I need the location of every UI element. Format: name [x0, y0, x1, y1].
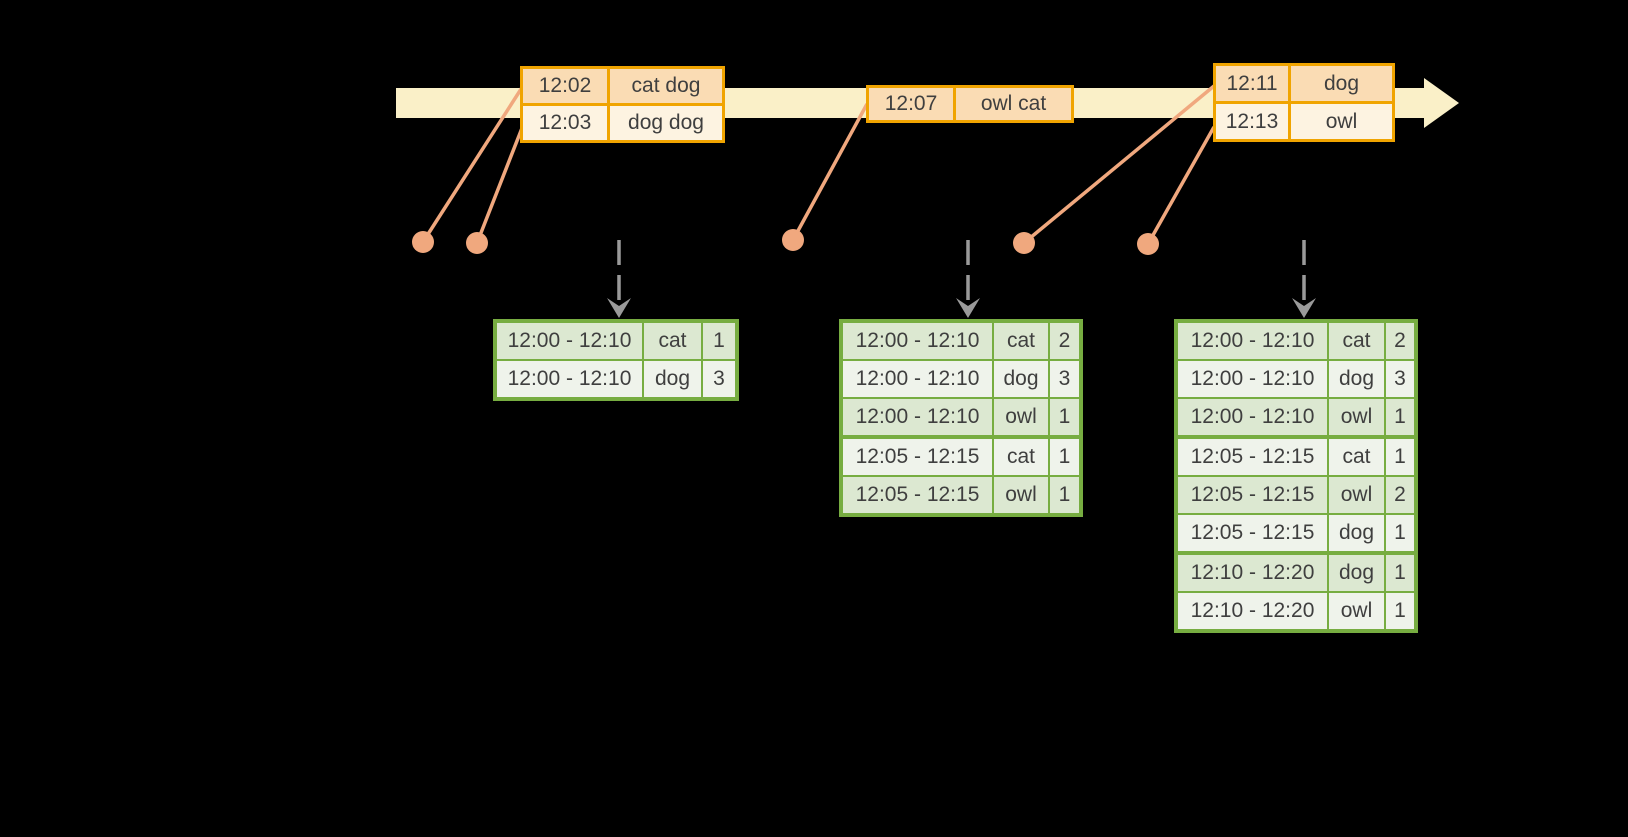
count-cell: 1 — [1386, 555, 1414, 591]
event-dot-icon — [412, 231, 434, 253]
event-table-2: 12:07 owl cat — [866, 85, 1074, 123]
event-words-cell: dog dog — [610, 106, 722, 140]
count-cell: 1 — [1386, 399, 1414, 435]
event-connector-line — [791, 103, 869, 241]
window-cell: 12:00 - 12:10 — [1178, 361, 1327, 397]
event-dot-icon — [1137, 233, 1159, 255]
word-cell: dog — [1329, 361, 1384, 397]
window-cell: 12:00 - 12:10 — [1178, 399, 1327, 435]
event-words-cell: cat dog — [610, 69, 722, 103]
event-time-cell: 12:03 — [523, 106, 607, 140]
event-connector-line — [475, 122, 526, 244]
event-row: 12:11 dog — [1216, 66, 1392, 101]
event-connector-line — [1022, 84, 1216, 245]
event-row: 12:13 owl — [1216, 104, 1392, 139]
count-cell: 1 — [1050, 477, 1079, 513]
word-cell: cat — [644, 323, 701, 359]
event-table-1: 12:02 cat dog 12:03 dog dog — [520, 66, 725, 143]
result-row: 12:00 - 12:10 dog 3 — [497, 361, 735, 397]
trigger-arrow-icon — [956, 240, 980, 318]
result-row: 12:05 - 12:15 cat 1 — [1178, 439, 1414, 475]
count-cell: 2 — [1386, 477, 1414, 513]
word-cell: dog — [1329, 515, 1384, 551]
result-row: 12:10 - 12:20 owl 1 — [1178, 593, 1414, 629]
result-row: 12:00 - 12:10 cat 1 — [497, 323, 735, 359]
result-row: 12:00 - 12:10 dog 3 — [1178, 361, 1414, 397]
count-cell: 3 — [703, 361, 735, 397]
word-cell: cat — [994, 323, 1048, 359]
result-table-1: 12:00 - 12:10 cat 1 12:00 - 12:10 dog 3 — [493, 319, 739, 401]
event-row: 12:07 owl cat — [869, 88, 1071, 120]
count-cell: 1 — [1386, 439, 1414, 475]
window-cell: 12:10 - 12:20 — [1178, 593, 1327, 629]
window-cell: 12:00 - 12:10 — [843, 361, 992, 397]
result-row: 12:00 - 12:10 owl 1 — [843, 399, 1079, 435]
window-cell: 12:10 - 12:20 — [1178, 555, 1327, 591]
event-words-cell: dog — [1291, 66, 1392, 101]
count-cell: 3 — [1050, 361, 1079, 397]
event-time-cell: 12:02 — [523, 69, 607, 103]
event-connector-line — [421, 85, 525, 243]
word-cell: owl — [994, 477, 1048, 513]
event-time-cell: 12:07 — [869, 88, 953, 120]
window-cell: 12:05 - 12:15 — [843, 439, 992, 475]
event-words-cell: owl cat — [956, 88, 1071, 120]
window-cell: 12:05 - 12:15 — [1178, 515, 1327, 551]
result-row: 12:05 - 12:15 dog 1 — [1178, 515, 1414, 551]
count-cell: 1 — [1386, 593, 1414, 629]
result-row: 12:10 - 12:20 dog 1 — [1178, 555, 1414, 591]
result-table-3: 12:00 - 12:10 cat 2 12:00 - 12:10 dog 3 … — [1174, 319, 1418, 633]
count-cell: 2 — [1386, 323, 1414, 359]
window-cell: 12:00 - 12:10 — [843, 399, 992, 435]
count-cell: 2 — [1050, 323, 1079, 359]
event-connector-line — [1146, 126, 1216, 245]
window-cell: 12:05 - 12:15 — [1178, 439, 1327, 475]
word-cell: cat — [994, 439, 1048, 475]
window-cell: 12:00 - 12:10 — [843, 323, 992, 359]
event-dot-icon — [1013, 232, 1035, 254]
event-dot-icon — [782, 229, 804, 251]
word-cell: owl — [1329, 593, 1384, 629]
event-table-3: 12:11 dog 12:13 owl — [1213, 63, 1395, 142]
event-time-cell: 12:13 — [1216, 104, 1288, 139]
count-cell: 1 — [1386, 515, 1414, 551]
event-row: 12:03 dog dog — [523, 106, 722, 140]
timeline-arrowhead-icon — [1424, 78, 1459, 128]
result-row: 12:00 - 12:10 cat 2 — [843, 323, 1079, 359]
count-cell: 1 — [1050, 399, 1079, 435]
event-row: 12:02 cat dog — [523, 69, 722, 103]
window-cell: 12:05 - 12:15 — [843, 477, 992, 513]
count-cell: 3 — [1386, 361, 1414, 397]
result-row: 12:05 - 12:15 owl 2 — [1178, 477, 1414, 513]
word-cell: owl — [1329, 399, 1384, 435]
word-cell: dog — [994, 361, 1048, 397]
trigger-arrow-icon — [1292, 240, 1316, 318]
word-cell: dog — [1329, 555, 1384, 591]
window-cell: 12:00 - 12:10 — [1178, 323, 1327, 359]
result-row: 12:05 - 12:15 owl 1 — [843, 477, 1079, 513]
result-row: 12:05 - 12:15 cat 1 — [843, 439, 1079, 475]
count-cell: 1 — [1050, 439, 1079, 475]
window-cell: 12:00 - 12:10 — [497, 323, 642, 359]
event-dot-icon — [466, 232, 488, 254]
result-row: 12:00 - 12:10 dog 3 — [843, 361, 1079, 397]
result-row: 12:00 - 12:10 owl 1 — [1178, 399, 1414, 435]
word-cell: dog — [644, 361, 701, 397]
window-cell: 12:05 - 12:15 — [1178, 477, 1327, 513]
result-row: 12:00 - 12:10 cat 2 — [1178, 323, 1414, 359]
result-table-2: 12:00 - 12:10 cat 2 12:00 - 12:10 dog 3 … — [839, 319, 1083, 517]
word-cell: cat — [1329, 439, 1384, 475]
word-cell: cat — [1329, 323, 1384, 359]
word-cell: owl — [994, 399, 1048, 435]
window-cell: 12:00 - 12:10 — [497, 361, 642, 397]
event-words-cell: owl — [1291, 104, 1392, 139]
count-cell: 1 — [703, 323, 735, 359]
event-time-cell: 12:11 — [1216, 66, 1288, 101]
word-cell: owl — [1329, 477, 1384, 513]
trigger-arrow-icon — [607, 240, 631, 318]
